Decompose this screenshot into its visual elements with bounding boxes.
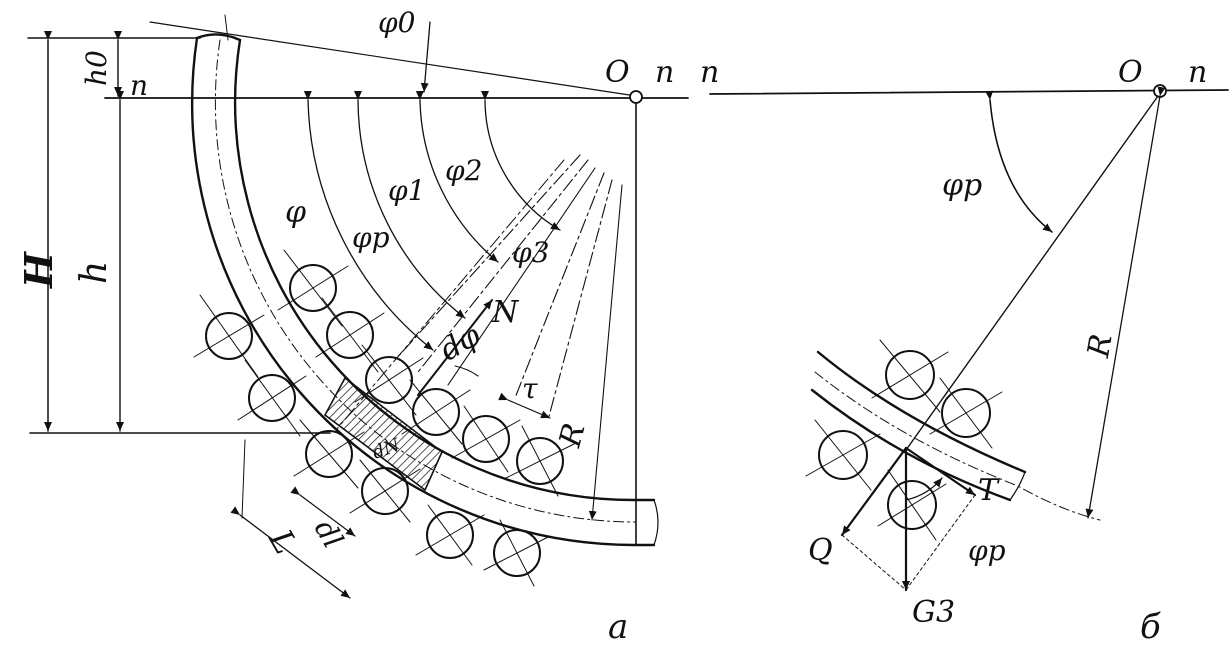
bar-b-centerline [814, 371, 1101, 521]
roller [401, 379, 471, 445]
dim-dl [290, 486, 356, 537]
label-tau: τ [522, 372, 538, 405]
label-n-b-left: n [700, 55, 719, 90]
panel-a: H h0 h n O n φ0 φ φp φ1 φ2 φ3 N dφ τ R d… [16, 6, 689, 647]
label-dl: dl [308, 514, 350, 554]
dim-L [230, 506, 351, 599]
label-H: H [16, 251, 61, 289]
label-n-a-right: n [655, 55, 674, 90]
roller [277, 249, 349, 327]
n-n-axis-b [709, 89, 1229, 95]
force-parallelogram-1 [841, 534, 907, 591]
panel-b: n O n φp R T Q φp G3 б [700, 55, 1229, 647]
roller [483, 519, 551, 587]
bar-right-end [653, 499, 659, 546]
roller [805, 419, 881, 491]
label-panel-b: б [1140, 607, 1161, 647]
label-phi-p-b: φp [942, 168, 982, 203]
rollers-outer [193, 294, 551, 587]
dim-tau [498, 392, 551, 419]
rollers-inner [277, 249, 575, 497]
arc-phi [303, 90, 434, 351]
label-h0: h0 [80, 50, 113, 86]
roller [315, 297, 385, 373]
arc-phi-p-b [985, 90, 1053, 233]
label-G3: G3 [912, 595, 955, 630]
roller [237, 359, 307, 437]
arrow-phi0 [420, 21, 431, 93]
label-L: L [261, 522, 305, 560]
bar-top-end [195, 33, 242, 42]
label-panel-a: a [608, 607, 628, 647]
label-phi0: φ0 [378, 6, 415, 39]
roller [349, 459, 421, 523]
force-parallelogram-2 [905, 494, 976, 591]
rollers-b [805, 339, 1003, 541]
label-phi1: φ1 [388, 174, 425, 207]
roller [193, 294, 265, 378]
label-N: N [491, 295, 520, 330]
arc-phi1 [415, 90, 499, 263]
bar-inner-edge [233, 38, 656, 502]
label-n-left: n [130, 69, 148, 102]
label-R-b: R [1081, 332, 1120, 361]
pivot-O-b [1153, 84, 1167, 98]
dim-R-b [1085, 86, 1166, 519]
label-dphi: dφ [434, 318, 486, 368]
roller [354, 344, 424, 416]
pivot-O-a [629, 90, 643, 104]
label-O-a: O [605, 55, 630, 90]
phi0-tangent-line [149, 21, 637, 97]
arc-dphi [454, 365, 479, 377]
label-phi-p: φp [352, 221, 390, 254]
bar-b-end [1009, 471, 1026, 501]
label-n-b-right: n [1188, 55, 1207, 90]
arc-phi2 [480, 90, 561, 231]
label-O-b: O [1118, 55, 1143, 90]
arc-phi-p [353, 90, 466, 319]
label-Q: Q [808, 533, 833, 568]
bar-centerline [214, 39, 637, 523]
roller [929, 377, 1003, 449]
roller [293, 419, 365, 489]
label-phi3: φ3 [512, 236, 549, 269]
hatched-element-dl [323, 376, 443, 492]
label-T: T [978, 473, 1000, 508]
dim-L-ext1 [241, 439, 246, 519]
arc-phi-p-b2 [905, 477, 943, 501]
label-h: h [74, 261, 115, 284]
bar-outer-edge [191, 36, 656, 547]
roller [415, 504, 485, 566]
radial-lines [335, 154, 623, 521]
label-phi-p-b2: φp [968, 534, 1006, 567]
roller [451, 405, 521, 473]
bar-b-top-edge [816, 350, 1027, 474]
force-N [417, 299, 493, 396]
roller [871, 339, 949, 413]
label-phi2: φ2 [445, 154, 482, 187]
force-Q [840, 446, 908, 537]
roller [877, 469, 947, 541]
radius-to-roller [905, 95, 1159, 451]
force-T [904, 446, 977, 497]
label-phi: φ [285, 195, 306, 230]
roller [505, 425, 575, 497]
